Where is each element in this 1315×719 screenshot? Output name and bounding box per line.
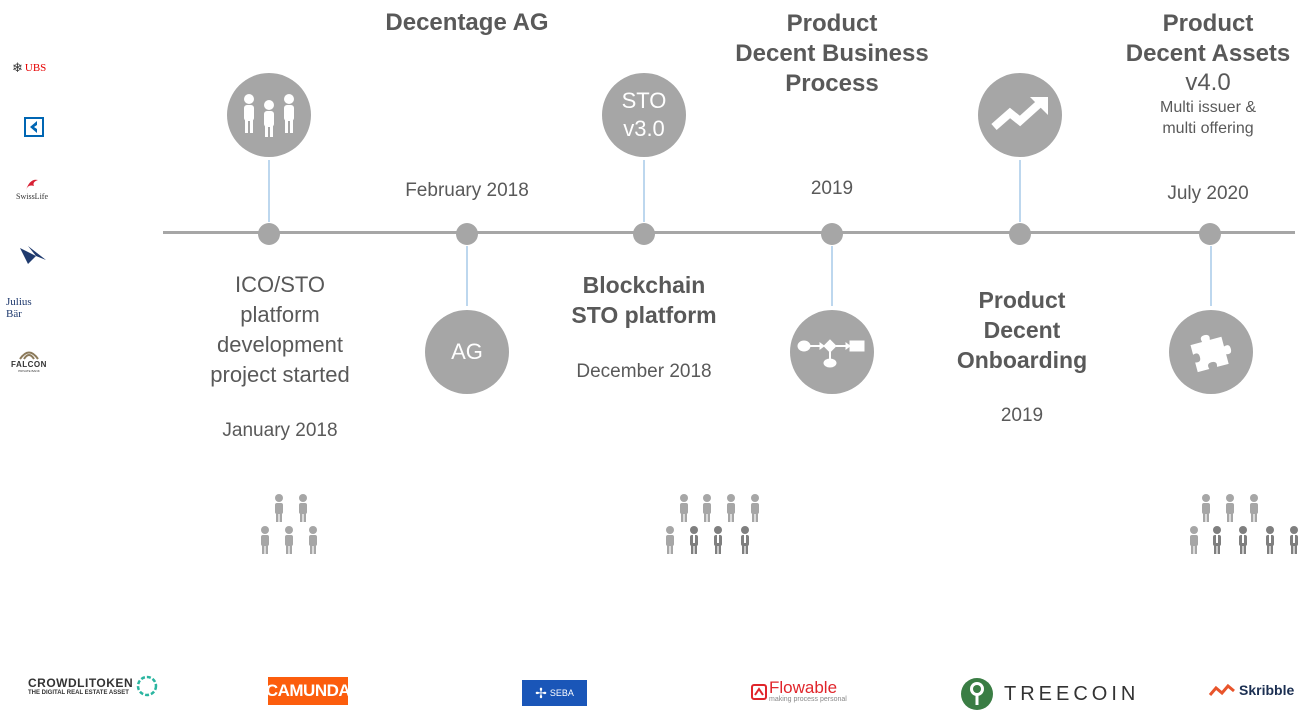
treecoin-tree-icon: [961, 678, 993, 710]
milestone-1-title: ICO/STO platform development project sta…: [210, 272, 350, 387]
team-member-icon: [299, 494, 307, 522]
julius-baer-logo: Julius Bär: [6, 296, 32, 320]
camunda-logo: CAMUNDA: [266, 677, 351, 705]
timeline-dot: [821, 223, 843, 245]
connector-line: [268, 160, 270, 222]
team-member-icon: [1250, 494, 1258, 522]
ag-circle: AG: [425, 310, 509, 394]
timeline-dot: [456, 223, 478, 245]
connector-line: [1019, 160, 1021, 222]
treecoin-logo: TREECOIN: [960, 677, 1139, 711]
connector-line: [466, 246, 468, 306]
falcon-logo: FALCON PRIVATE BANK: [8, 348, 50, 373]
milestone-3-title: Blockchain STO platform: [571, 272, 717, 328]
crowdlitoken-ring-icon: [136, 675, 158, 697]
flowable-logo: Flowable making process personal: [751, 679, 847, 703]
team-member-icon: [741, 526, 749, 554]
team-member-icon: [680, 494, 688, 522]
timeline-dot: [633, 223, 655, 245]
milestone-6-title: Product Decent Assets v4.0 Multi issuer …: [1125, 10, 1291, 137]
ubs-keys-icon: ❄: [12, 60, 23, 75]
team-member-icon: [666, 526, 674, 554]
team-group-1: [261, 494, 317, 554]
process-flow-icon: [790, 310, 874, 394]
milestone-4-title: Product Decent Business Process: [735, 10, 929, 97]
milestone-2-date: February 2018: [405, 180, 529, 201]
milestone-5-title: Product Decent Onboarding: [956, 287, 1088, 373]
milestone-5-date: 2019: [1000, 405, 1044, 426]
milestone-6-date: July 2020: [1167, 183, 1249, 204]
team-member-icon: [1266, 526, 1274, 554]
team-member-icon: [1290, 526, 1298, 554]
team-member-icon: [285, 526, 293, 554]
team-member-icon: [1213, 526, 1221, 554]
seba-logo: ✢ SEBA: [522, 680, 587, 706]
team-member-icon: [714, 526, 722, 554]
swisslife-icon: [26, 179, 38, 190]
skribble-stroke-icon: [1208, 683, 1235, 696]
team-member-icon: [727, 494, 735, 522]
swisslife-logo: SwissLife: [12, 176, 52, 201]
timeline-dot: [1009, 223, 1031, 245]
crowdlitoken-logo: CROWDLITOKEN THE DIGITAL REAL ESTATE ASS…: [28, 674, 159, 698]
connector-line: [831, 246, 833, 306]
team-member-icon: [309, 526, 317, 554]
team-member-icon: [1190, 526, 1198, 554]
milestone-1-date: January 2018: [222, 420, 338, 441]
ubs-logo: ❄ UBS: [12, 60, 47, 75]
skribble-logo: Skribble: [1208, 682, 1294, 698]
falcon-arch-icon: [19, 351, 39, 360]
zkb-key-icon: [26, 119, 42, 135]
team-member-icon: [1239, 526, 1247, 554]
milestone-4-date: 2019: [810, 178, 854, 199]
team-member-icon: [261, 526, 269, 554]
connector-line: [643, 160, 645, 222]
people-icon: [227, 73, 311, 157]
team-member-icon: [690, 526, 698, 554]
milestone-3-date: December 2018: [576, 361, 712, 382]
team-member-icon: [1226, 494, 1234, 522]
team-group-2: [666, 494, 759, 554]
sto-version-circle: STO v3.0: [602, 73, 686, 157]
team-member-icon: [275, 494, 283, 522]
timeline-dot: [258, 223, 280, 245]
zkb-logo: [24, 117, 44, 137]
seba-star-icon: ✢: [535, 684, 547, 701]
puzzle-icon: [1169, 310, 1253, 394]
credit-suisse-sails-icon: [20, 246, 46, 264]
connector-line: [1210, 246, 1212, 306]
timeline-axis: [163, 231, 1295, 234]
team-member-icon: [1202, 494, 1210, 522]
credit-suisse-logo: [18, 244, 48, 266]
milestone-2-title: Decentage AG: [385, 9, 549, 36]
timeline-dot: [1199, 223, 1221, 245]
team-member-icon: [703, 494, 711, 522]
team-member-icon: [751, 494, 759, 522]
trend-arrow-icon: [978, 73, 1062, 157]
flowable-mark-icon: [751, 683, 767, 700]
team-group-3: [1190, 494, 1298, 554]
